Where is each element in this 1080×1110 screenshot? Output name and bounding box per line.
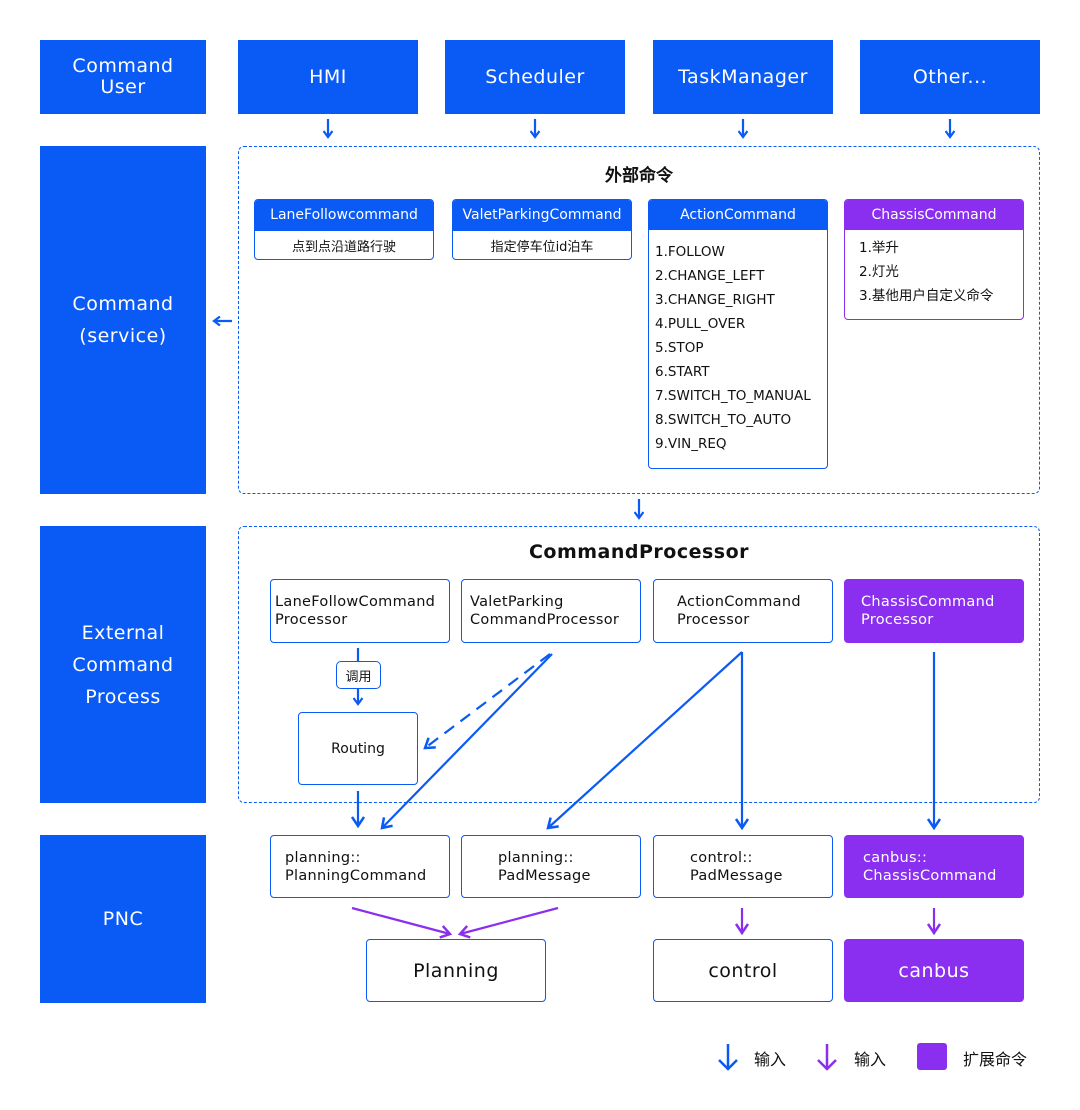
routing-box: Routing: [298, 712, 418, 785]
chassis-item: 2.灯光: [859, 264, 899, 280]
legend-purple-arrow-icon: [817, 1044, 837, 1071]
action-command-card: ActionCommand 1.FOLLOW 2.CHANGE_LEFT 3.C…: [648, 199, 828, 469]
action-command-name: ActionCommand: [649, 200, 827, 230]
planning-command-msg: planning:: PlanningCommand: [270, 835, 450, 898]
action-item: 8.SWITCH_TO_AUTO: [655, 412, 792, 428]
user-hmi: HMI: [238, 40, 418, 114]
valet-parking-command-desc: 指定停车位id泊车: [453, 230, 631, 259]
valet-parking-command-name: ValetParkingCommand: [453, 200, 631, 230]
legend-extension-text: 扩展命令: [963, 1050, 1028, 1069]
external-command-process-label: External Command Process: [40, 526, 206, 803]
user-taskmanager: TaskManager: [653, 40, 833, 114]
arrow-valet-planning: [382, 653, 553, 828]
canbus-chassis-msg: canbus:: ChassisCommand: [844, 835, 1024, 898]
lane-follow-command-card: LaneFollowcommand 点到点沿道路行驶: [254, 199, 434, 260]
lane-follow-command-name: LaneFollowcommand: [255, 200, 433, 230]
external-commands-region: [238, 146, 1040, 494]
chassis-command-list: 1.举升 2.灯光 3.基他用户自定义命令: [845, 230, 1023, 308]
call-label: 调用: [336, 661, 381, 689]
action-item: 4.PULL_OVER: [655, 316, 746, 332]
chassis-item: 3.基他用户自定义命令: [859, 288, 994, 304]
action-item: 7.SWITCH_TO_MANUAL: [655, 388, 811, 404]
valet-parking-command-card: ValetParkingCommand 指定停车位id泊车: [452, 199, 632, 260]
arrow-valet-routing-dashed: [425, 653, 551, 748]
legend-purple-input-text: 输入: [854, 1050, 887, 1069]
user-scheduler: Scheduler: [445, 40, 625, 114]
command-service-label: Command (service): [40, 146, 206, 494]
lane-follow-command-desc: 点到点沿道路行驶: [255, 230, 433, 259]
command-processor-title: CommandProcessor: [528, 541, 750, 563]
action-item: 2.CHANGE_LEFT: [655, 268, 765, 284]
action-item: 9.VIN_REQ: [655, 436, 727, 452]
action-item: 6.START: [655, 364, 710, 380]
chassis-item: 1.举升: [859, 240, 899, 256]
external-commands-title: 外部命令: [605, 166, 673, 186]
action-item: 1.FOLLOW: [655, 244, 725, 260]
legend-blue-input-text: 输入: [754, 1050, 787, 1069]
user-other: Other...: [860, 40, 1040, 114]
action-command-processor: ActionCommand Processor: [653, 579, 833, 643]
canbus-module: canbus: [844, 939, 1024, 1002]
chassis-command-name: ChassisCommand: [845, 200, 1023, 230]
arrow-plancmd-planning: [351, 906, 450, 934]
pnc-label: PNC: [40, 835, 206, 1003]
control-pad-msg: control:: PadMessage: [653, 835, 833, 898]
legend-blue-arrow-icon: [718, 1044, 738, 1071]
arrow-planpad-planning: [460, 906, 559, 934]
planning-module: Planning: [366, 939, 546, 1002]
control-module: control: [653, 939, 833, 1002]
command-user-label: Command User: [40, 40, 206, 114]
legend-extension-swatch: [917, 1043, 947, 1070]
valet-parking-processor: ValetParking CommandProcessor: [461, 579, 641, 643]
action-command-list: 1.FOLLOW 2.CHANGE_LEFT 3.CHANGE_RIGHT 4.…: [649, 230, 827, 456]
planning-pad-msg: planning:: PadMessage: [461, 835, 641, 898]
chassis-command-card: ChassisCommand 1.举升 2.灯光 3.基他用户自定义命令: [844, 199, 1024, 320]
action-item: 5.STOP: [655, 340, 704, 356]
command-processor-region: [238, 526, 1040, 803]
chassis-command-processor: ChassisCommand Processor: [844, 579, 1024, 643]
lane-follow-processor: LaneFollowCommand Processor: [270, 579, 450, 643]
arrow-action-planpad: [548, 651, 743, 828]
action-item: 3.CHANGE_RIGHT: [655, 292, 775, 308]
